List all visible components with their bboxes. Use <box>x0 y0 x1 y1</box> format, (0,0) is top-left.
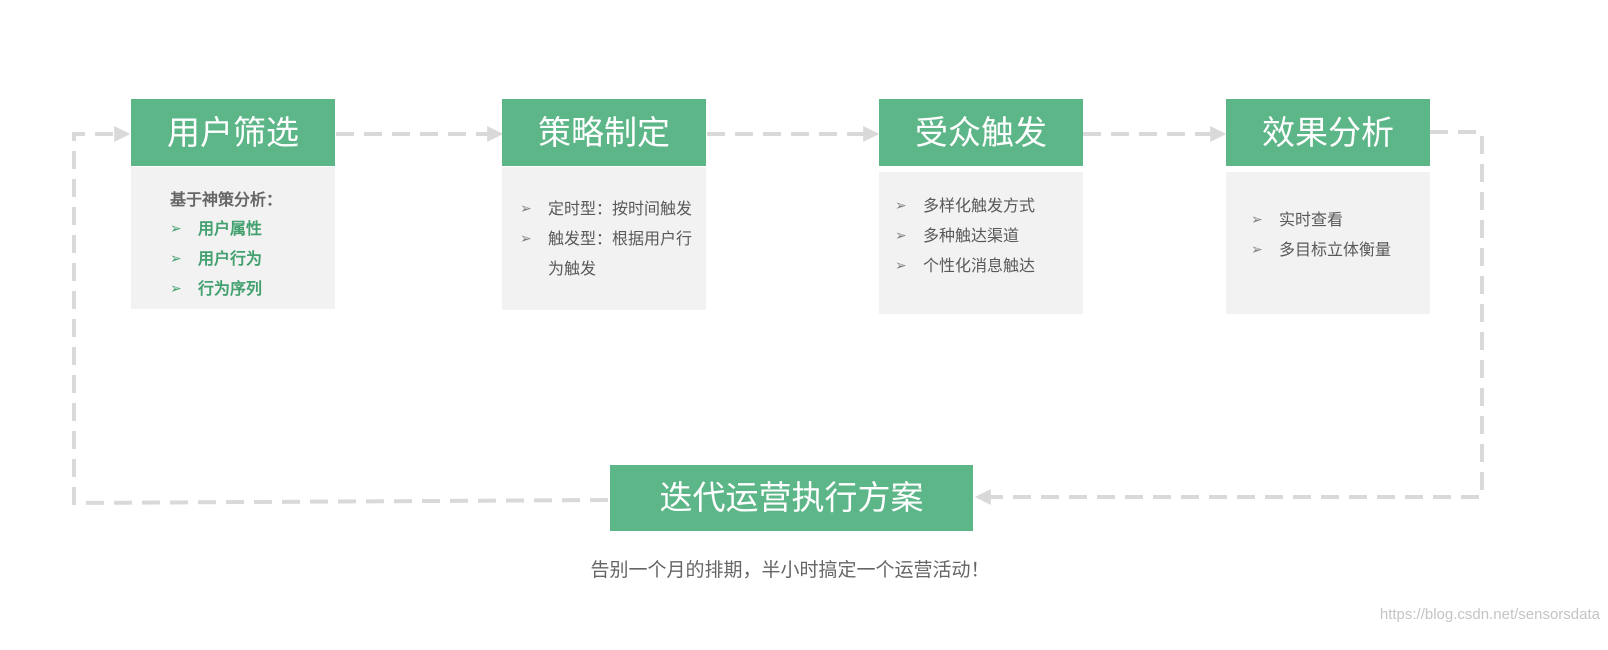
step-panel-effect-analysis: ➢实时查看 ➢多目标立体衡量 <box>1226 172 1430 314</box>
step-panel-user-filter: 基于神策分析： ➢用户属性 ➢用户行为 ➢行为序列 <box>131 167 335 309</box>
list-item: ➢多样化触发方式 <box>895 191 1075 221</box>
arrow-bullet-icon: ➢ <box>170 251 182 267</box>
step-item-list: ➢多样化触发方式 ➢多种触达渠道 ➢个性化消息触达 <box>895 191 1075 281</box>
list-item: ➢定时型：按时间触发 <box>520 194 698 224</box>
arrow-bullet-icon: ➢ <box>895 198 907 214</box>
step-title-effect-analysis: 效果分析 <box>1226 99 1430 166</box>
arrow-bullet-icon: ➢ <box>520 201 532 217</box>
arrow-bullet-icon: ➢ <box>520 231 532 247</box>
arrow-bullet-icon: ➢ <box>170 221 182 237</box>
arrow-bullet-icon: ➢ <box>1251 212 1263 228</box>
arrow-iterate-to-step1 <box>72 126 609 506</box>
list-item: ➢用户属性 <box>170 214 335 244</box>
step-title-strategy: 策略制定 <box>502 99 706 166</box>
iterate-plan-box: 迭代运营执行方案 <box>610 465 973 531</box>
arrow-bullet-icon: ➢ <box>895 258 907 274</box>
list-item: ➢个性化消息触达 <box>895 251 1075 281</box>
list-item: ➢实时查看 <box>1251 205 1422 235</box>
step-panel-strategy: ➢定时型：按时间触发 ➢触发型：根据用户行为触发 <box>502 167 706 310</box>
step-item-list: ➢用户属性 ➢用户行为 ➢行为序列 <box>170 214 335 304</box>
step-item-list: ➢定时型：按时间触发 ➢触发型：根据用户行为触发 <box>520 194 698 284</box>
step-title-user-filter: 用户筛选 <box>131 99 335 166</box>
step-item-list: ➢实时查看 ➢多目标立体衡量 <box>1251 205 1422 265</box>
step-panel-audience-trigger: ➢多样化触发方式 ➢多种触达渠道 ➢个性化消息触达 <box>879 172 1083 314</box>
list-item: ➢用户行为 <box>170 244 335 274</box>
arrow-bullet-icon: ➢ <box>170 281 182 297</box>
arrow-bullet-icon: ➢ <box>1251 242 1263 258</box>
watermark: https://blog.csdn.net/sensorsdata <box>1379 606 1600 623</box>
arrow-bullet-icon: ➢ <box>895 228 907 244</box>
list-item: ➢触发型：根据用户行为触发 <box>520 224 698 284</box>
list-item: ➢行为序列 <box>170 274 335 304</box>
list-item: ➢多目标立体衡量 <box>1251 235 1422 265</box>
arrow-step4-to-iterate <box>974 130 1484 505</box>
tagline: 告别一个月的排期，半小时搞定一个运营活动！ <box>590 559 990 581</box>
step-intro: 基于神策分析： <box>170 190 283 209</box>
step-title-audience-trigger: 受众触发 <box>879 99 1083 166</box>
list-item: ➢多种触达渠道 <box>895 221 1075 251</box>
